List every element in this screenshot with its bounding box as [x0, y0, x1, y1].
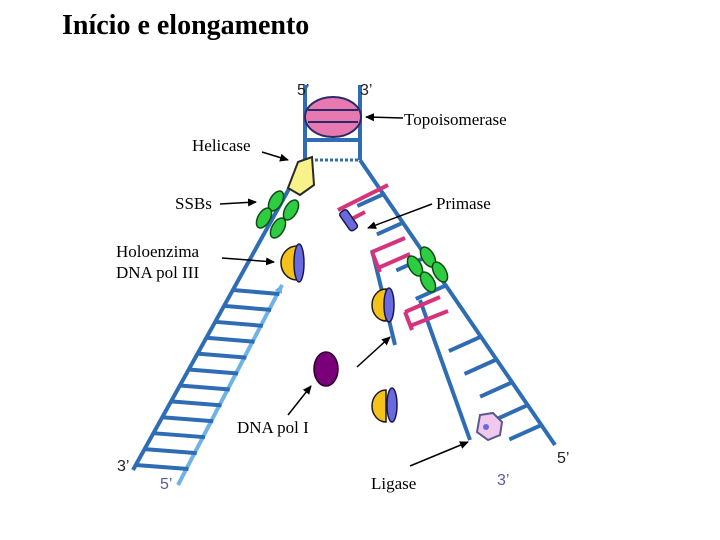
dna-pol-3-leading	[280, 243, 305, 283]
end-label-top-left: 5’	[297, 82, 310, 99]
end-label-bottom-right-inner: 3’	[497, 472, 510, 489]
dna-pol-3-lagging	[371, 287, 395, 323]
base-pair-rung	[494, 403, 529, 422]
ligase-enzyme	[475, 411, 504, 442]
left-parental-strand	[131, 159, 307, 471]
base-pair-rung	[463, 357, 498, 376]
ssb-proteins-right	[406, 246, 449, 293]
base-pair-rung	[162, 415, 214, 424]
leading-strand-base-pairs	[135, 288, 280, 471]
base-pair-rung	[508, 423, 543, 442]
dna-pol-1-label: DNA pol I	[237, 418, 309, 437]
diagram-title: Início e elongamento	[62, 10, 310, 41]
base-pair-rung	[356, 192, 385, 208]
helicase-label: Helicase	[192, 136, 251, 155]
base-pair-rung	[215, 319, 264, 328]
base-pair-rung	[479, 380, 513, 399]
end-label-bottom-left-inner: 5’	[160, 476, 173, 493]
ligase-label: Ligase	[371, 474, 417, 493]
base-pair-rung	[179, 383, 230, 392]
helicase-enzyme	[286, 155, 316, 197]
end-label-bottom-right-outer: 5’	[557, 450, 570, 467]
base-pair-rung	[170, 399, 222, 408]
base-pair-rung	[188, 367, 239, 376]
topoisomerase-enzyme	[304, 96, 362, 138]
base-pair-rung	[135, 463, 189, 471]
primase-enzyme	[339, 209, 359, 232]
base-pair-rung	[448, 334, 482, 353]
topoisomerase-label: Topoisomerase	[404, 110, 507, 129]
holoenzyme-label-line2: DNA pol III	[116, 263, 200, 282]
pointer-arrows	[219, 113, 469, 467]
dna-pol-lower-lagging	[371, 387, 398, 423]
end-label-bottom-left-outer: 3’	[117, 458, 130, 475]
primase-label: Primase	[436, 194, 491, 213]
holoenzyme-label-line1: Holoenzima	[116, 242, 200, 261]
base-pair-rung	[153, 431, 206, 440]
dna-pol-1-enzyme	[313, 351, 339, 387]
base-pair-rung	[223, 303, 272, 312]
ssb-proteins-left	[255, 190, 300, 239]
base-pair-rung	[232, 288, 280, 296]
lagging-strand-base-pairs	[356, 192, 543, 442]
base-pair-rung	[376, 220, 404, 237]
ssbs-label: SSBs	[175, 194, 212, 213]
base-pair-rung	[206, 335, 255, 344]
right-parental-strand	[358, 158, 557, 447]
base-pair-rung	[197, 351, 247, 360]
end-label-top-right: 3’	[360, 82, 373, 99]
base-pair-rung	[144, 447, 197, 456]
